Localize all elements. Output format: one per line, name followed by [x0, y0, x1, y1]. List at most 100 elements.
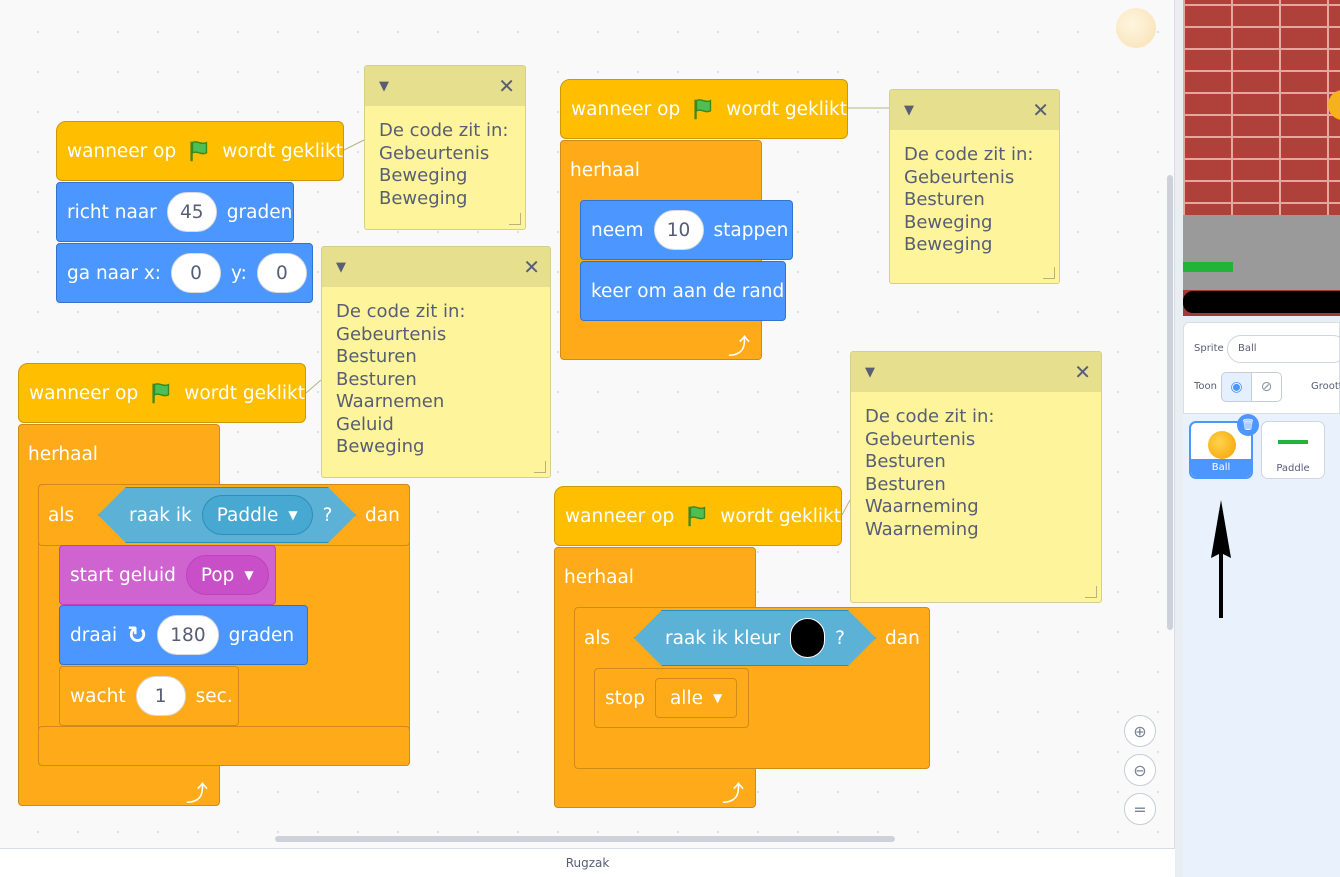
sidewalk	[1183, 215, 1340, 290]
steps-input[interactable]: 10	[653, 210, 704, 250]
forever-label: herhaal	[554, 548, 634, 606]
collapse-icon[interactable]: ▼	[904, 102, 914, 118]
block-text: dan	[365, 504, 400, 526]
show-hidden-button[interactable]: ⊘	[1251, 372, 1282, 402]
resize-handle-icon[interactable]	[1085, 586, 1097, 598]
note-header[interactable]: ▼✕	[365, 66, 525, 106]
note-line: De code zit in:	[865, 406, 995, 427]
object-dropdown[interactable]: Paddle ▼	[202, 495, 313, 535]
sprite-tile-paddle[interactable]: Paddle	[1261, 421, 1325, 479]
resize-handle-icon[interactable]	[509, 213, 521, 225]
note-line: Beweging	[379, 165, 468, 186]
sprite-label: Sprite	[1194, 343, 1224, 354]
note-line: De code zit in:	[336, 301, 466, 322]
block-text: ?	[835, 627, 845, 649]
collapse-icon[interactable]: ▼	[336, 259, 346, 275]
note-connectors	[305, 107, 889, 516]
zoom-out-button[interactable]: ⊖	[1124, 754, 1156, 786]
then-label: dan	[875, 608, 920, 668]
comment-note[interactable]: ▼✕ De code zit in: Gebeurtenis Beweging …	[364, 65, 526, 230]
y-input[interactable]: 0	[256, 253, 307, 293]
chevron-down-icon: ▼	[244, 568, 254, 582]
block-text: herhaal	[570, 159, 640, 181]
start-sound-block[interactable]: start geluid Pop ▼	[59, 545, 276, 605]
stop-all-block[interactable]: stop alle ▼	[594, 668, 749, 728]
close-icon[interactable]: ✕	[498, 74, 515, 98]
move-steps-block[interactable]: neem 10 stappen	[580, 200, 793, 260]
comment-note[interactable]: ▼✕ De code zit in: Gebeurtenis Besturen …	[321, 246, 551, 478]
block-text: ?	[322, 504, 333, 526]
degrees-input[interactable]: 180	[157, 615, 219, 655]
zoom-in-button[interactable]: ⊕	[1124, 715, 1156, 747]
eye-slash-icon: ⊘	[1260, 379, 1273, 395]
brick-wall	[1183, 0, 1340, 215]
block-text: als	[584, 627, 611, 649]
show-visible-button[interactable]: ◉	[1221, 372, 1252, 402]
sprite-name-input[interactable]: Ball	[1227, 335, 1340, 363]
block-text: wordt geklikt	[726, 98, 847, 120]
note-line: Waarnemen	[336, 391, 445, 412]
rotate-clockwise-icon: ↻	[127, 621, 148, 649]
note-line: Gebeurtenis	[904, 166, 1015, 188]
sprite-name: Ball	[1191, 459, 1251, 477]
when-flag-clicked-block[interactable]: wanneer op wordt geklikt	[554, 467, 842, 546]
resize-handle-icon[interactable]	[534, 461, 546, 473]
note-text[interactable]: De code zit in: Gebeurtenis Besturen Bes…	[322, 287, 550, 473]
collapse-icon[interactable]: ▼	[865, 364, 875, 380]
note-line: Beweging	[904, 211, 993, 233]
sprite-name-value: Ball	[1238, 343, 1257, 354]
note-line: Besturen	[336, 368, 417, 390]
block-text: herhaal	[564, 566, 634, 588]
note-header[interactable]: ▼✕	[890, 90, 1059, 130]
x-input[interactable]: 0	[171, 253, 222, 293]
turn-right-block[interactable]: draai ↻ 180 graden	[59, 605, 308, 665]
note-line: Beweging	[904, 234, 993, 255]
sound-dropdown[interactable]: Pop ▼	[185, 555, 269, 595]
close-icon[interactable]: ✕	[1074, 360, 1091, 384]
stage[interactable]	[1183, 0, 1340, 316]
stop-dropdown[interactable]: alle ▼	[654, 678, 738, 718]
trash-icon: 🗑	[1241, 418, 1255, 431]
horizontal-scrollbar[interactable]	[275, 836, 895, 842]
note-header[interactable]: ▼✕	[322, 247, 550, 287]
dropdown-value: Pop	[200, 564, 235, 586]
close-icon[interactable]: ✕	[523, 255, 540, 279]
paddle-sprite	[1183, 262, 1233, 272]
vertical-scrollbar[interactable]	[1167, 175, 1173, 630]
block-text: y:	[231, 262, 247, 284]
backpack-bar[interactable]: Rugzak	[0, 848, 1175, 877]
block-text: stappen	[713, 219, 789, 241]
delete-sprite-button[interactable]: 🗑	[1237, 414, 1259, 436]
comment-note[interactable]: ▼✕ De code zit in: Gebeurtenis Besturen …	[850, 351, 1102, 603]
note-line: Besturen	[865, 451, 946, 472]
block-text: neem	[591, 219, 644, 241]
block-text: ga naar x:	[67, 262, 162, 284]
block-text: als	[48, 504, 75, 526]
close-icon[interactable]: ✕	[1032, 98, 1049, 122]
resize-handle-icon[interactable]	[1043, 267, 1055, 279]
bounce-on-edge-block[interactable]: keer om aan de rand	[580, 261, 786, 321]
comment-note[interactable]: ▼✕ De code zit in: Gebeurtenis Besturen …	[889, 89, 1060, 284]
zoom-reset-button[interactable]: =	[1124, 793, 1156, 825]
forever-label: herhaal	[560, 141, 640, 199]
color-swatch[interactable]	[790, 618, 825, 658]
collapse-icon[interactable]: ▼	[379, 78, 389, 94]
note-header[interactable]: ▼✕	[851, 352, 1101, 392]
sprite-info-panel: Sprite Ball Toon ◉ ⊘ Grootte	[1183, 322, 1340, 414]
green-flag-icon	[694, 99, 712, 120]
note-text[interactable]: De code zit in: Gebeurtenis Besturen Bew…	[890, 130, 1059, 271]
wait-block[interactable]: wacht 1 sec.	[59, 666, 239, 726]
seconds-input[interactable]: 1	[135, 676, 186, 716]
loop-arrow-icon: ⤴	[728, 335, 751, 360]
touching-color-block[interactable]: raak ik kleur ?	[634, 610, 876, 666]
code-workspace[interactable]: wanneer op wordt geklikt richt naar 45 g…	[0, 0, 1175, 848]
block-text: start geluid	[70, 564, 176, 586]
note-text[interactable]: De code zit in: Gebeurtenis Beweging Bew…	[365, 106, 525, 224]
go-to-xy-block[interactable]: ga naar x: 0 y: 0	[56, 243, 313, 303]
direction-input[interactable]: 45	[166, 192, 217, 232]
point-in-direction-block[interactable]: richt naar 45 graden	[56, 182, 294, 242]
block-text: wordt geklikt	[222, 140, 343, 162]
touching-object-block[interactable]: raak ik Paddle ▼ ?	[98, 487, 356, 543]
note-text[interactable]: De code zit in: Gebeurtenis Besturen Bes…	[851, 392, 1101, 555]
